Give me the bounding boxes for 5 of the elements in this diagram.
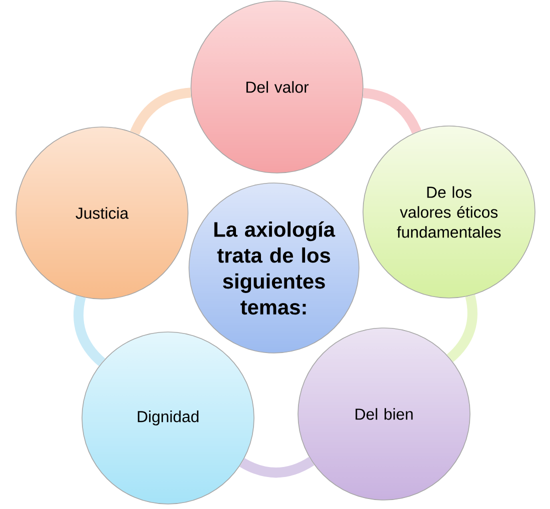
ring-segment: [446, 294, 478, 362]
ring-segment: [240, 456, 314, 478]
ring-segment: [74, 296, 106, 366]
ring-segment: [362, 88, 422, 134]
ring-segment: [130, 88, 192, 136]
